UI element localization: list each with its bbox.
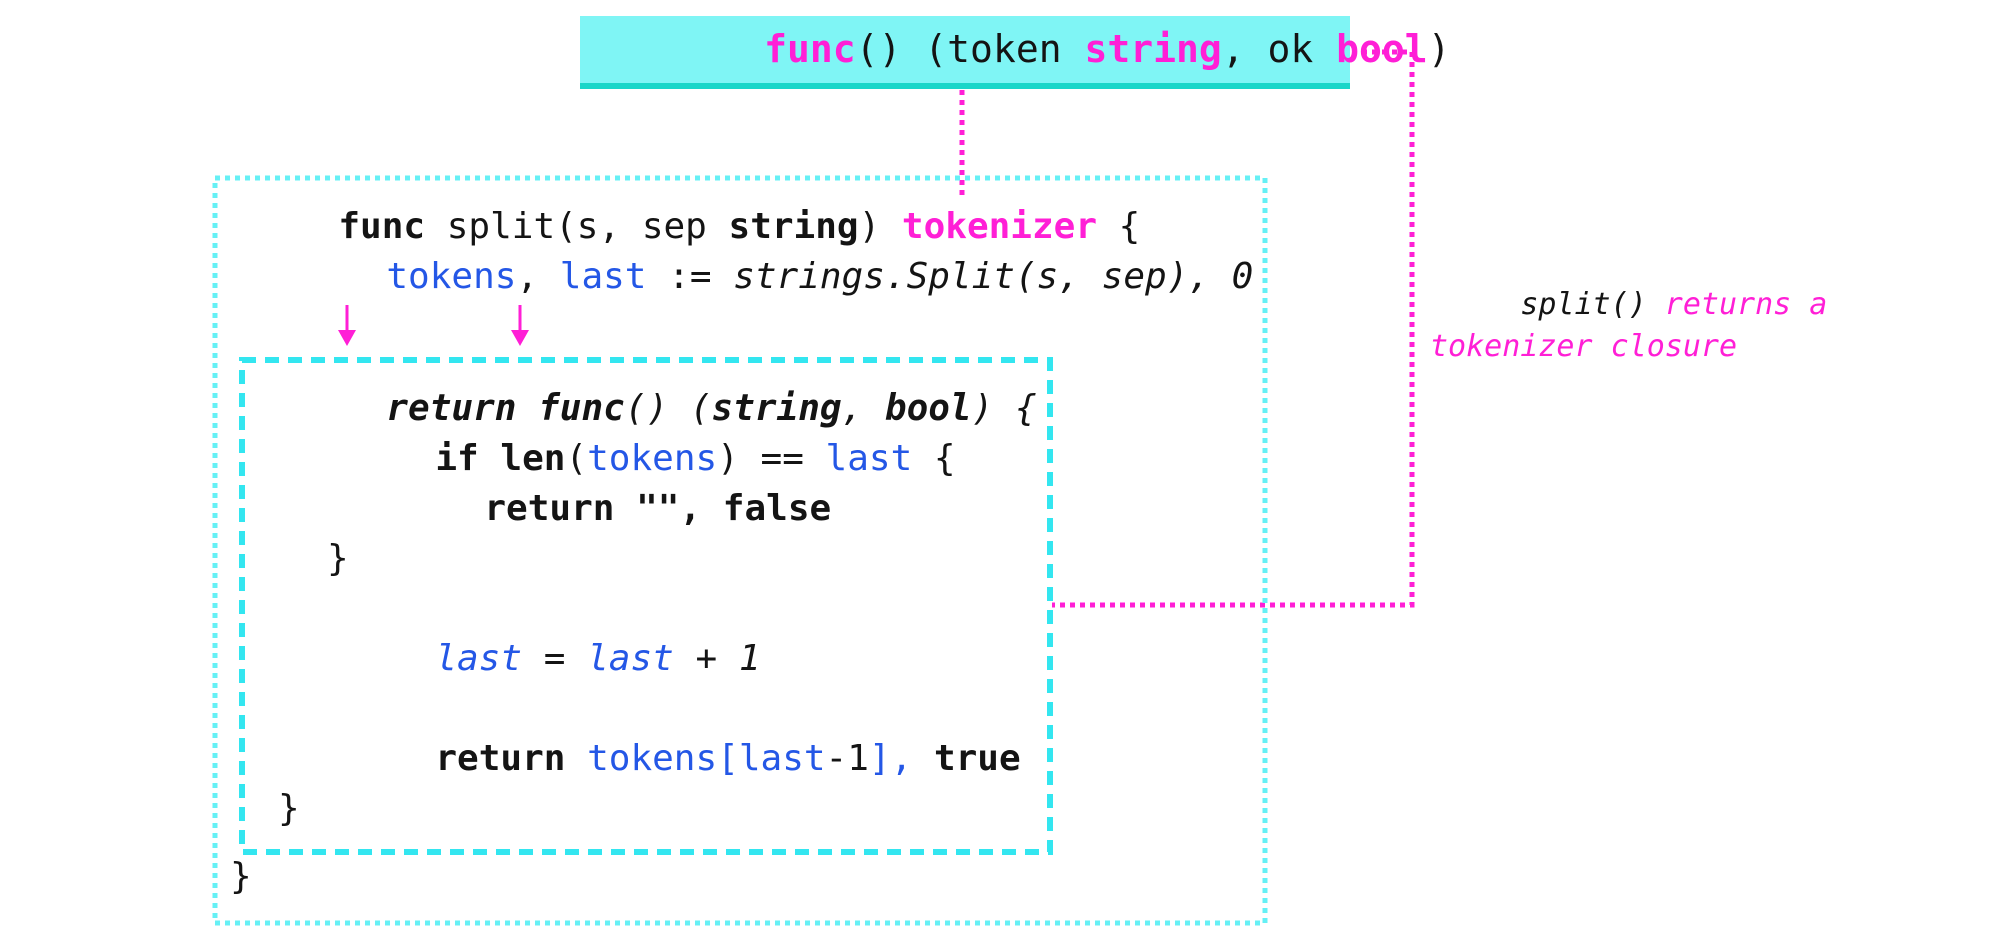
inner-line-5: last = last + 1 xyxy=(327,638,826,679)
outer-close-brace: } xyxy=(230,856,252,897)
arrow-last xyxy=(511,305,529,346)
annotation-line-1: split() returns a xyxy=(1430,287,1882,322)
signature-box-fill xyxy=(580,16,1350,88)
inner-line-1: return func() (string, bool) { xyxy=(278,388,1102,429)
connector-to-closure xyxy=(1052,49,1415,608)
signature-box: func() (token string, ok bool) xyxy=(580,16,1565,89)
inner-line-3: return "", false xyxy=(376,488,896,529)
outer-function-box xyxy=(212,175,1268,926)
inner-line-6: return tokens[last-1], true xyxy=(327,738,1086,779)
inner-closure-box xyxy=(239,357,1053,855)
inner-line-2: if len(tokens) == last { xyxy=(327,438,1021,479)
inner-line-7: } xyxy=(278,788,300,829)
signature-text: func() (token string, ok bool) xyxy=(604,27,1565,71)
outer-line-2: tokens, last := strings.Split(s, sep), 0 xyxy=(278,256,1318,297)
outer-line-1: func split(s, sep string) tokenizer { xyxy=(230,206,1205,247)
inner-line-4: } xyxy=(327,538,349,579)
arrow-tokens xyxy=(338,305,356,346)
signature-box-underline xyxy=(580,83,1350,89)
annotation-line-2: tokenizer closure xyxy=(1430,329,1737,364)
